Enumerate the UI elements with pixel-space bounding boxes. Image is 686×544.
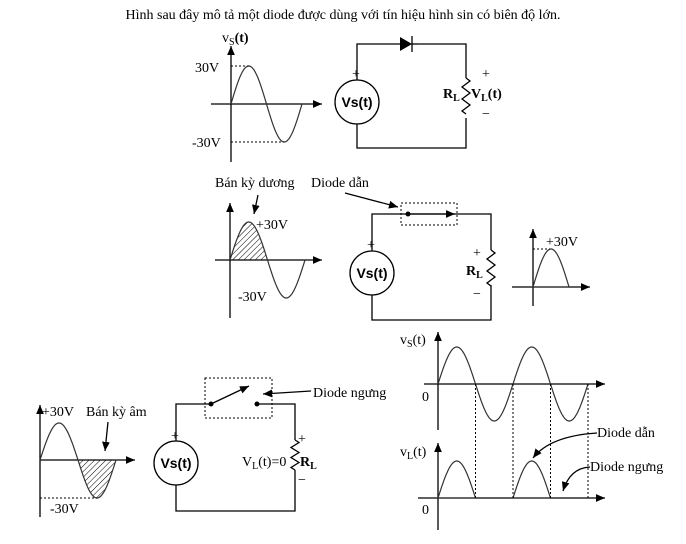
resistor-icon [289, 439, 301, 471]
diode-off-label: Diode ngưng [313, 386, 386, 401]
source-label: Vs(t) [356, 265, 387, 281]
middle-circuit: Diode dẫn Vs(t) + RL + − [311, 176, 497, 321]
middle-input-graph: +30V -30V Bán kỳ dương [215, 176, 322, 318]
positive-half-shading [230, 222, 268, 260]
zero-label: 0 [422, 503, 429, 518]
rectified-waveforms: vS(t) 0 vL(t) 0 Diode dẫn Diode ngưng [400, 332, 663, 530]
output-half-wave [437, 460, 552, 499]
vl-label: vL(t) [400, 445, 427, 462]
resistor-icon [460, 77, 472, 115]
minus-sign: − [298, 473, 306, 488]
svg-text:+: + [171, 429, 179, 444]
plus-sign: + [473, 246, 481, 261]
middle-output-graph: +30V [512, 229, 590, 306]
bottom-input-graph: +30V Bán kỳ âm -30V [36, 405, 147, 517]
resistor-label: RL [300, 455, 317, 472]
open-switch-icon [210, 385, 250, 405]
minus-sign: − [473, 287, 481, 302]
open-switch-box [204, 377, 273, 419]
negative-half-shading [78, 460, 116, 498]
source-label: Vs(t) [341, 94, 372, 110]
sine-wave [39, 422, 117, 499]
top-input-graph: vS(t) 30V -30V [192, 31, 322, 162]
svg-text:+: + [352, 67, 360, 82]
plus-sign: + [298, 432, 306, 447]
voltage-source-icon [349, 250, 395, 296]
pos-peak-label: +30V [256, 218, 288, 233]
resistor-label: RL [466, 264, 483, 281]
svg-text:+: + [367, 238, 375, 253]
pos-peak-label: 30V [195, 61, 219, 76]
diode-conducting-label: Diode dẫn [597, 426, 655, 441]
diode-off-label: Diode ngưng [590, 460, 663, 475]
vs-label: vS(t) [222, 31, 249, 48]
neg-peak-label: -30V [192, 136, 221, 151]
closed-switch-box [400, 202, 458, 226]
zero-label: 0 [422, 390, 429, 405]
positive-half-annotation: Bán kỳ dương [215, 176, 295, 191]
neg-peak-label: -30V [50, 502, 79, 517]
vs-label: vS(t) [400, 333, 426, 350]
output-pulse [532, 248, 570, 288]
voltage-source-icon [153, 440, 199, 486]
voltage-source-icon [334, 79, 380, 125]
diode-conducting-label: Diode dẫn [311, 176, 369, 191]
source-label: Vs(t) [160, 455, 191, 471]
resistor-label: RL [443, 87, 460, 104]
diode-icon [400, 36, 418, 52]
sine-wave [230, 65, 303, 143]
resistor-icon [485, 249, 497, 287]
vl-label: VL(t) [471, 87, 502, 104]
page-title: Hình sau đây mô tả một diode được dùng v… [126, 8, 561, 23]
negative-half-annotation: Bán kỳ âm [86, 405, 147, 420]
top-circuit: Vs(t) + RL VL(t) + − [334, 36, 502, 149]
sine-wave [229, 221, 306, 299]
bottom-circuit: Diode ngưng Vs(t) + VL(t)=0 RL + − [153, 377, 386, 512]
minus-sign: − [482, 107, 490, 122]
neg-peak-label: -30V [238, 290, 267, 305]
output-peak-label: +30V [546, 235, 578, 250]
pos-peak-label: +30V [42, 405, 74, 420]
plus-sign: + [482, 67, 490, 82]
vl-zero-label: VL(t)=0 [242, 455, 286, 472]
